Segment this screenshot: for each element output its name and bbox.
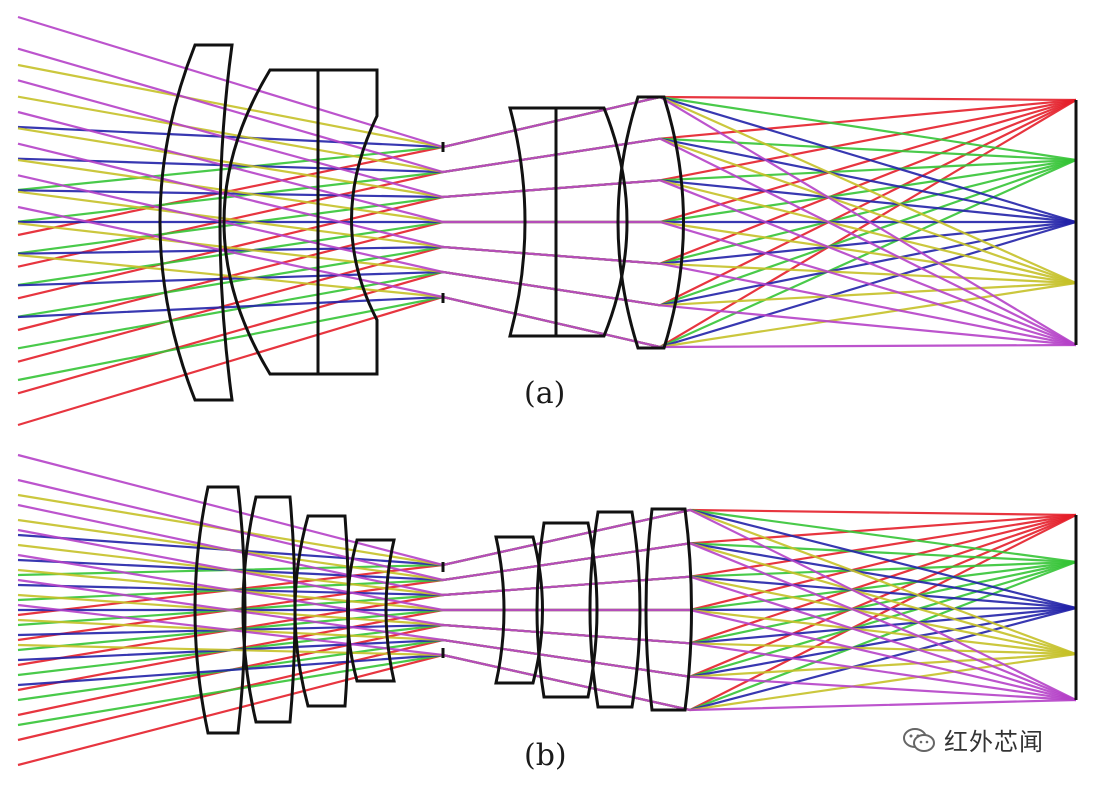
ray	[17, 503, 1077, 702]
ray	[17, 578, 1077, 702]
lens-b6	[535, 521, 599, 699]
panel-a-optical-layout	[17, 15, 1078, 427]
ray	[17, 174, 1077, 347]
lens-b8	[644, 507, 693, 712]
lens-a3	[316, 68, 379, 376]
lens-b5	[494, 535, 544, 685]
panel-b-optical-layout	[17, 453, 1078, 767]
ray	[17, 142, 1077, 347]
panel-a-caption: (a)	[524, 376, 566, 411]
lens-a4	[508, 106, 558, 338]
panel-b-ray-fan	[17, 453, 1077, 767]
lens-b2	[241, 495, 297, 724]
watermark-text: 红外芯闻	[944, 728, 1044, 756]
panel-a-ray-fan	[17, 15, 1077, 427]
ray	[17, 543, 1077, 656]
lens-a5	[554, 106, 629, 338]
ray	[17, 205, 1077, 349]
ray	[17, 95, 1077, 192]
lens-b4	[346, 538, 396, 683]
ray	[17, 493, 1077, 656]
watermark: 红外芯闻	[902, 722, 1044, 757]
lens-b1	[193, 485, 247, 735]
panel-b-caption: (b)	[524, 738, 567, 773]
panel-a-lens-elements	[158, 43, 1078, 402]
ray	[17, 222, 1077, 307]
lens-b3	[293, 514, 350, 708]
ray	[17, 528, 1077, 702]
panel-b-lens-elements	[193, 485, 1078, 735]
ray	[17, 453, 1077, 701]
lens-a6	[616, 95, 685, 350]
ray	[17, 137, 1077, 223]
ray	[17, 603, 1077, 712]
wechat-icon	[903, 727, 935, 752]
ray	[17, 513, 1077, 717]
lens-b7	[588, 510, 642, 709]
ray	[17, 553, 1077, 702]
lens-a2	[222, 68, 320, 376]
lens-a1	[158, 43, 234, 402]
ray	[17, 47, 1077, 346]
ray	[17, 478, 1077, 702]
ray	[17, 15, 1077, 346]
ray	[17, 220, 1077, 307]
ray	[17, 79, 1077, 347]
